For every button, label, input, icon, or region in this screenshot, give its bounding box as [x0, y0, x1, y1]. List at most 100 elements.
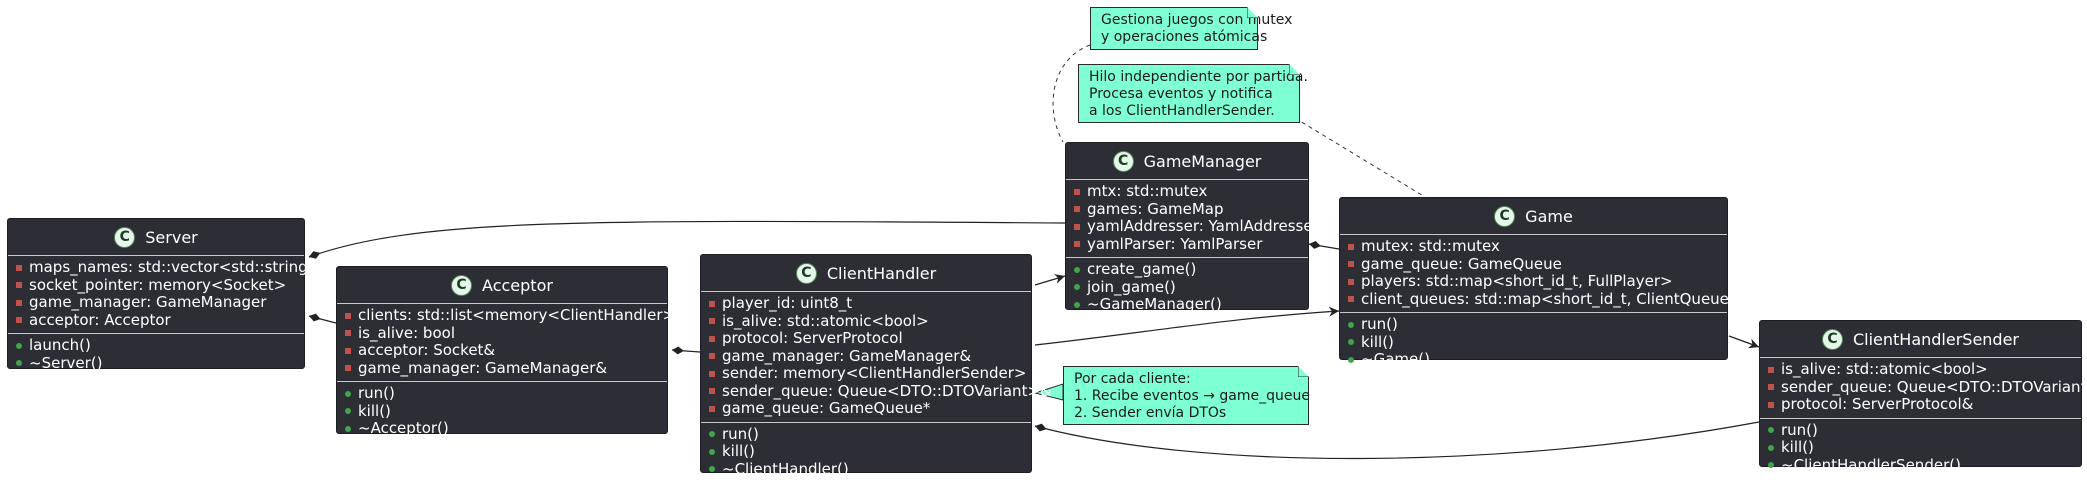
method: run()	[1781, 422, 1818, 440]
public-icon	[1768, 445, 1774, 451]
attributes-section: clients: std::list<memory<ClientHandler>…	[337, 304, 667, 381]
attribute: is_alive: std::atomic<bool>	[722, 313, 929, 331]
class-header: C Game	[1340, 198, 1727, 235]
method: join_game()	[1087, 279, 1176, 297]
method: kill()	[358, 403, 391, 421]
public-icon	[16, 360, 22, 366]
class-name: ClientHandlerSender	[1853, 330, 2019, 349]
public-icon	[1348, 339, 1354, 345]
private-icon	[16, 265, 22, 271]
note-text: y operaciones atómicas	[1101, 29, 1247, 46]
note-fold	[1247, 7, 1258, 18]
attributes-section: maps_names: std::vector<std::string> soc…	[8, 256, 304, 333]
attribute: player_id: uint8_t	[722, 295, 852, 313]
class-header: C ClientHandler	[701, 255, 1031, 292]
public-icon	[709, 466, 715, 472]
method: ~Game()	[1361, 351, 1430, 369]
methods-section: create_game() join_game() ~GameManager()	[1066, 257, 1308, 318]
attribute: acceptor: Acceptor	[29, 312, 171, 330]
class-header: C ClientHandlerSender	[1760, 321, 2081, 358]
private-icon	[709, 406, 715, 412]
private-icon	[709, 318, 715, 324]
method: ~Acceptor()	[358, 420, 449, 438]
class-icon: C	[114, 227, 135, 248]
class-gamemanager[interactable]: C GameManager mtx: std::mutex games: Gam…	[1065, 142, 1309, 310]
methods-section: run() kill() ~Acceptor()	[337, 381, 667, 442]
attribute: mtx: std::mutex	[1087, 183, 1207, 201]
public-icon	[1768, 462, 1774, 468]
method: run()	[1361, 316, 1398, 334]
note-text: Hilo independiente por partida.	[1089, 69, 1289, 86]
private-icon	[709, 336, 715, 342]
private-icon	[1074, 206, 1080, 212]
method: ~GameManager()	[1087, 296, 1222, 314]
class-name: Server	[145, 228, 197, 247]
private-icon	[16, 317, 22, 323]
private-icon	[345, 313, 351, 319]
edge-clienthandler-gamemanager	[1035, 276, 1065, 285]
edge-clienthandler-clienthandlersender	[1035, 422, 1759, 459]
private-icon	[709, 353, 715, 359]
class-icon: C	[796, 263, 817, 284]
attribute: protocol: ServerProtocol&	[1781, 396, 1973, 414]
class-header: C GameManager	[1066, 143, 1308, 180]
public-icon	[345, 426, 351, 432]
attribute: sender_queue: Queue<DTO::DTOVariant>&	[722, 383, 1052, 401]
methods-section: run() kill() ~ClientHandler()	[701, 422, 1031, 482]
attributes-section: mutex: std::mutex game_queue: GameQueue …	[1340, 235, 1727, 312]
class-name: Game	[1525, 207, 1573, 226]
private-icon	[16, 300, 22, 306]
attribute: game_manager: GameManager&	[722, 348, 971, 366]
public-icon	[345, 408, 351, 414]
attribute: game_queue: GameQueue	[1361, 256, 1562, 274]
attribute: acceptor: Socket&	[358, 342, 495, 360]
private-icon	[16, 282, 22, 288]
edge-gamemanager-game	[1309, 244, 1339, 249]
class-server[interactable]: C Server maps_names: std::vector<std::st…	[7, 218, 305, 369]
private-icon	[345, 365, 351, 371]
class-name: Acceptor	[482, 276, 553, 295]
note-text: Gestiona juegos con mutex	[1101, 12, 1247, 29]
public-icon	[1768, 427, 1774, 433]
note-link-game	[1295, 118, 1425, 197]
edge-server-gamemanager	[309, 221, 1065, 257]
methods-section: run() kill() ~ClientHandlerSender()	[1760, 418, 2081, 479]
private-icon	[1074, 224, 1080, 230]
edge-server-acceptor	[309, 316, 336, 323]
class-clienthandler[interactable]: C ClientHandler player_id: uint8_t is_al…	[700, 254, 1032, 473]
method: ~ClientHandlerSender()	[1781, 457, 1961, 475]
note-fold	[1298, 366, 1309, 377]
class-acceptor[interactable]: C Acceptor clients: std::list<memory<Cli…	[336, 266, 668, 434]
attribute: sender_queue: Queue<DTO::DTOVariant>	[1781, 379, 2087, 397]
attribute: sender: memory<ClientHandlerSender>	[722, 365, 1027, 383]
attribute: yamlAddresser: YamlAddresser	[1087, 218, 1319, 236]
class-clienthandlersender[interactable]: C ClientHandlerSender is_alive: std::ato…	[1759, 320, 2082, 467]
private-icon	[1074, 189, 1080, 195]
attribute: yamlParser: YamlParser	[1087, 236, 1262, 254]
private-icon	[1348, 279, 1354, 285]
public-icon	[709, 431, 715, 437]
attributes-section: player_id: uint8_t is_alive: std::atomic…	[701, 292, 1031, 422]
note-text: 2. Sender envía DTOs	[1074, 405, 1298, 422]
edge-acceptor-clienthandler	[672, 350, 700, 352]
private-icon	[1348, 296, 1354, 302]
private-icon	[709, 371, 715, 377]
class-icon: C	[1494, 206, 1515, 227]
attribute: is_alive: bool	[358, 325, 455, 343]
class-name: ClientHandler	[827, 264, 936, 283]
method: ~ClientHandler()	[722, 461, 849, 479]
private-icon	[1768, 367, 1774, 373]
attribute: players: std::map<short_id_t, FullPlayer…	[1361, 273, 1673, 291]
attributes-section: is_alive: std::atomic<bool> sender_queue…	[1760, 358, 2081, 418]
attribute: mutex: std::mutex	[1361, 238, 1500, 256]
attribute: maps_names: std::vector<std::string>	[29, 259, 320, 277]
method: run()	[722, 426, 759, 444]
attribute: clients: std::list<memory<ClientHandler>…	[358, 307, 688, 325]
class-game[interactable]: C Game mutex: std::mutex game_queue: Gam…	[1339, 197, 1728, 360]
private-icon	[345, 348, 351, 354]
public-icon	[709, 449, 715, 455]
class-icon: C	[1113, 151, 1134, 172]
method: kill()	[1361, 334, 1394, 352]
class-name: GameManager	[1144, 152, 1262, 171]
note-fold	[1289, 64, 1300, 75]
